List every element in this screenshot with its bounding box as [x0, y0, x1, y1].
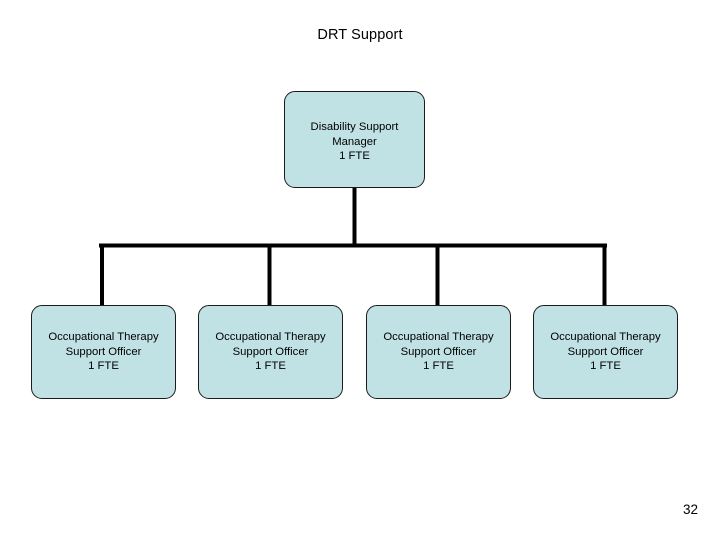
org-node-text: Occupational Therapy Support Officer 1 F… [48, 330, 158, 374]
org-node-line: 1 FTE [423, 360, 454, 373]
org-node-line: Disability Support [310, 121, 399, 134]
org-node-line: Occupational Therapy [215, 331, 326, 344]
org-node-line: Support Officer [232, 345, 309, 358]
org-node-occupational-therapy-support-officer-4[interactable]: Occupational Therapy Support Officer 1 F… [533, 305, 678, 399]
org-node-line: 1 FTE [88, 360, 119, 373]
org-node-text: Occupational Therapy Support Officer 1 F… [550, 330, 660, 374]
org-node-occupational-therapy-support-officer-2[interactable]: Occupational Therapy Support Officer 1 F… [198, 305, 343, 399]
org-node-text: Occupational Therapy Support Officer 1 F… [215, 330, 325, 374]
page-title: DRT Support [317, 27, 403, 43]
org-node-occupational-therapy-support-officer-1[interactable]: Occupational Therapy Support Officer 1 F… [31, 305, 176, 399]
org-node-text: Occupational Therapy Support Officer 1 F… [383, 330, 493, 374]
org-node-line: Support Officer [567, 345, 644, 358]
org-node-line: Occupational Therapy [383, 331, 494, 344]
org-node-line: Support Officer [65, 345, 142, 358]
org-node-occupational-therapy-support-officer-3[interactable]: Occupational Therapy Support Officer 1 F… [366, 305, 511, 399]
org-node-text: Disability Support Manager 1 FTE [311, 120, 399, 164]
page-number: 32 [682, 502, 698, 517]
org-node-line: 1 FTE [590, 360, 621, 373]
org-node-line: Manager [332, 135, 377, 148]
org-node-disability-support-manager[interactable]: Disability Support Manager 1 FTE [284, 91, 425, 188]
org-node-line: Support Officer [400, 345, 477, 358]
org-node-line: 1 FTE [255, 360, 286, 373]
org-node-line: Occupational Therapy [48, 331, 159, 344]
org-node-line: 1 FTE [339, 150, 370, 163]
org-node-line: Occupational Therapy [550, 331, 661, 344]
